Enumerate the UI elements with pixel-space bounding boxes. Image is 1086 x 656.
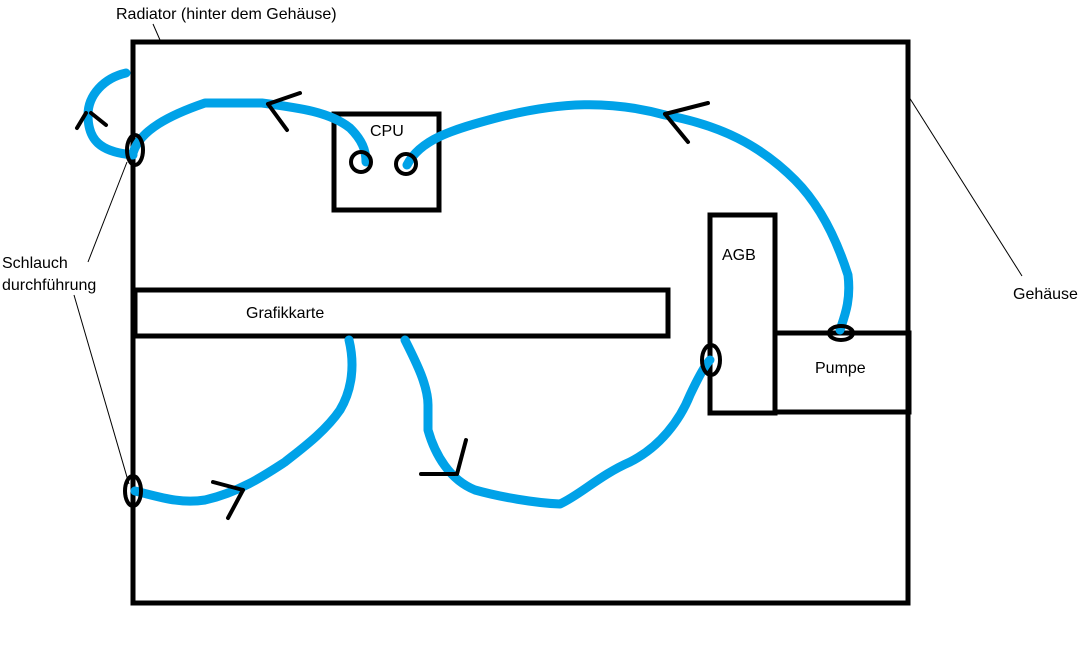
case-label: Gehäuse xyxy=(1013,286,1078,303)
gpu-box xyxy=(132,287,671,339)
tube-radiator-loop xyxy=(83,68,138,160)
case-leader-line xyxy=(908,96,1023,277)
agb-box xyxy=(707,212,778,416)
pass-through-label-line1: Schlauch xyxy=(2,255,68,272)
pass-through-port-top xyxy=(125,133,145,167)
flow-arrow-icon xyxy=(419,438,468,476)
pass-through-label-line2: durchführung xyxy=(2,277,96,294)
pump-port xyxy=(827,324,855,342)
agb-port xyxy=(700,343,722,377)
radiator-label: Radiator (hinter dem Gehäuse) xyxy=(116,6,337,23)
cpu-box xyxy=(331,111,442,213)
agb-label: AGB xyxy=(722,247,756,264)
gpu-label: Grafikkarte xyxy=(246,305,324,322)
flow-arrow-icon xyxy=(266,91,302,132)
flow-arrow-icon xyxy=(211,480,245,520)
radiator-leader-line xyxy=(152,23,161,41)
tube-radiator-to-cpu xyxy=(128,98,371,167)
cpu-port-in xyxy=(394,152,418,176)
case-box xyxy=(130,39,911,606)
tube-agb-to-gpu xyxy=(400,335,715,509)
pass-through-port-bottom xyxy=(123,474,143,508)
flow-arrow-icon xyxy=(663,101,710,144)
cpu-label: CPU xyxy=(370,123,404,140)
pump-label: Pumpe xyxy=(815,360,866,377)
tube-cpu-to-pump xyxy=(402,100,854,335)
pass-through-leader-line-top xyxy=(87,161,128,263)
tube-gpu-to-radiator xyxy=(130,335,357,506)
cpu-port-out xyxy=(349,150,373,174)
flow-arrow-icon xyxy=(75,111,108,130)
pass-through-leader-line-bottom xyxy=(73,294,130,485)
